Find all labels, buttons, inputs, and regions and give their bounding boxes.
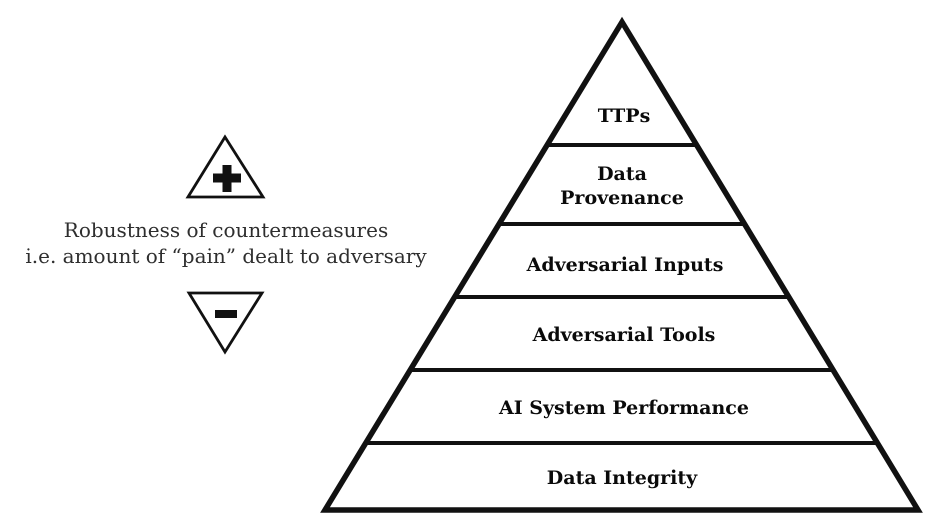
pyramid-level-label-data-integrity: Data Integrity bbox=[547, 467, 698, 489]
pyramid-level-label-ai-system-performance: AI System Performance bbox=[498, 397, 749, 419]
pyramid-outline bbox=[320, 16, 923, 513]
decrease-triangle-icon bbox=[186, 291, 265, 355]
minus-icon bbox=[215, 310, 237, 318]
annotation-caption-line2: i.e. amount of “pain” dealt to adversary bbox=[25, 244, 427, 268]
plus-icon bbox=[213, 165, 241, 192]
pyramid-level-label-ttps: TTPs bbox=[598, 105, 651, 127]
annotation-caption-line1: Robustness of countermeasures bbox=[64, 218, 388, 242]
pyramid-level-label-adversarial-tools: Adversarial Tools bbox=[532, 324, 716, 346]
pyramid-level-label-data-provenance-line1: Data bbox=[597, 163, 647, 185]
pyramid-level-label-data-provenance-line2: Provenance bbox=[560, 187, 684, 209]
pyramid-level-label-adversarial-inputs: Adversarial Inputs bbox=[526, 254, 724, 276]
